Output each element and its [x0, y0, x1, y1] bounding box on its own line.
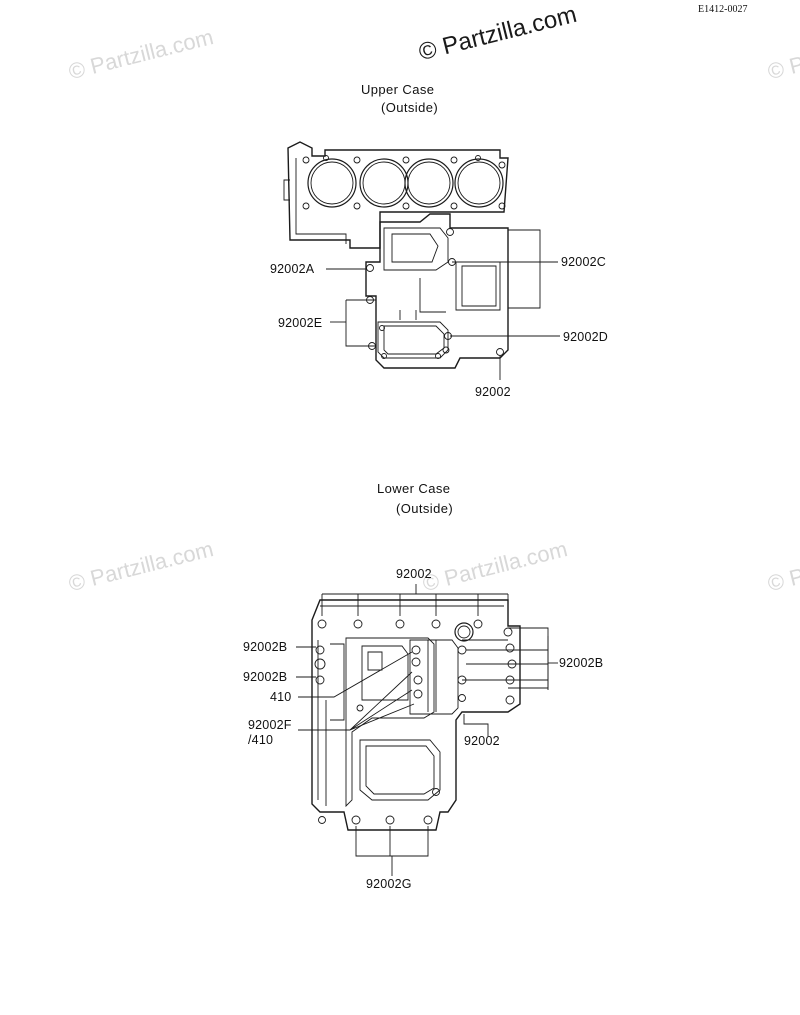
label-92002f-410: /410 — [248, 733, 274, 747]
lower-case-subtitle: (Outside) — [396, 501, 454, 516]
label-410: 410 — [270, 690, 292, 704]
figure-code: E1412-0027 — [698, 4, 748, 15]
lower-case-title: Lower Case — [377, 481, 451, 496]
label-92002b-lower-left: 92002B — [243, 670, 288, 684]
upper-case-subtitle: (Outside) — [381, 100, 439, 115]
label-92002e: 92002E — [278, 316, 323, 330]
label-upper-92002: 92002 — [475, 385, 511, 399]
label-92002f: 92002F — [248, 718, 292, 732]
label-92002c: 92002C — [561, 255, 606, 269]
label-92002b-right: 92002B — [559, 656, 604, 670]
label-92002b-upper-left: 92002B — [243, 640, 288, 654]
label-lower-92002-right: 92002 — [464, 734, 500, 748]
label-92002d: 92002D — [563, 330, 608, 344]
upper-case-title: Upper Case — [361, 82, 435, 97]
label-lower-92002-top: 92002 — [396, 567, 432, 581]
label-92002a: 92002A — [270, 262, 315, 276]
lower-case-drawing — [296, 584, 558, 876]
label-92002g: 92002G — [366, 877, 412, 891]
upper-case-drawing — [283, 141, 560, 380]
